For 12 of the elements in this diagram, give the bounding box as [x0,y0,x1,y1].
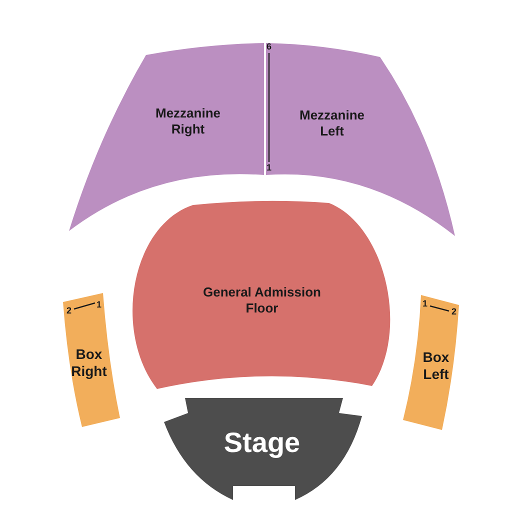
row-number: 2 [66,306,72,316]
section-label: Stage [222,426,302,460]
row-number: 1 [422,300,428,308]
row-number: 2 [452,308,456,316]
section-label: Box Left [422,349,450,383]
row-number: 1 [96,300,102,310]
section-label: Mezzanine Left [298,107,366,139]
section-label: Mezzanine Right [154,105,222,137]
section-label: Box Right [70,346,108,380]
row-number: 6 [266,42,272,52]
section-label: General Admission Floor [202,284,322,316]
row-number: 1 [266,164,272,172]
